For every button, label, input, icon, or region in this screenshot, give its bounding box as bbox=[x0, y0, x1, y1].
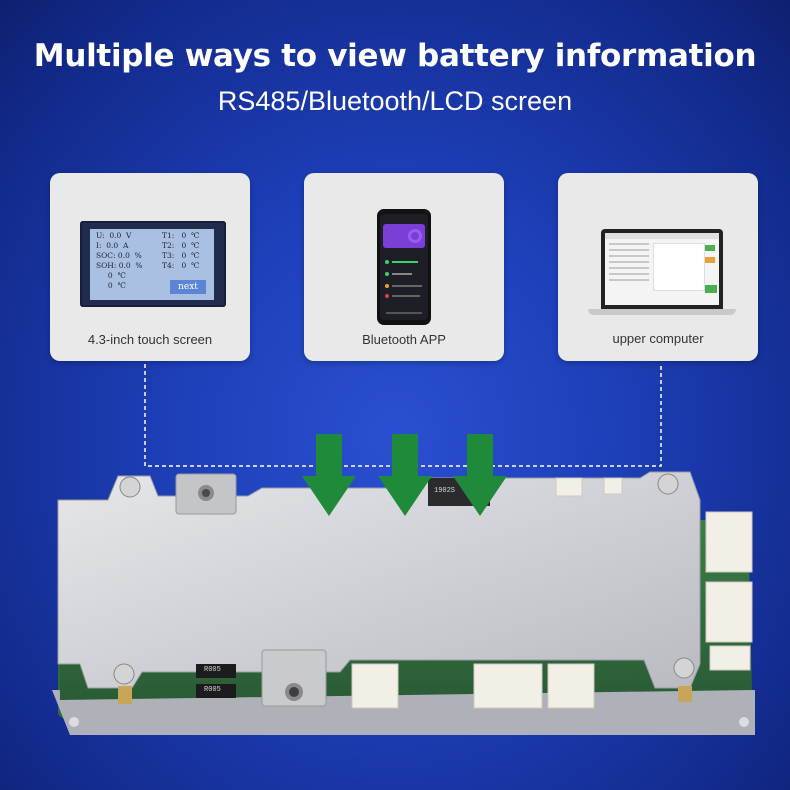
lcd-row: T2: 0 ℃ bbox=[162, 241, 200, 250]
arrow-down-icon bbox=[302, 434, 356, 516]
card-touch-screen: U: 0.0 V I: 0.0 A SOC: 0.0 % SOH: 0.0 % … bbox=[50, 173, 250, 361]
lcd-row: 0 ℃ bbox=[96, 271, 126, 280]
lcd-row: U: 0.0 V bbox=[96, 231, 132, 240]
smartphone-icon bbox=[377, 209, 431, 325]
card-label: upper computer bbox=[612, 331, 704, 346]
arrow-down-icon bbox=[453, 434, 507, 516]
lcd-row: SOC: 0.0 % bbox=[96, 251, 142, 260]
lcd-row: 0 ℃ bbox=[96, 281, 126, 290]
arrow-down-icon bbox=[378, 434, 432, 516]
lcd-row: T4: 0 ℃ bbox=[162, 261, 200, 270]
page-title: Multiple ways to view battery informatio… bbox=[33, 38, 757, 74]
card-label: Bluetooth APP bbox=[362, 332, 446, 347]
lcd-row: SOH: 0.0 % bbox=[96, 261, 143, 270]
resistor-label: R005 bbox=[204, 666, 221, 674]
lcd-display: U: 0.0 V I: 0.0 A SOC: 0.0 % SOH: 0.0 % … bbox=[90, 229, 214, 300]
lcd-row: T3: 0 ℃ bbox=[162, 251, 200, 260]
resistor-label: R005 bbox=[204, 686, 221, 694]
card-bluetooth-app: Bluetooth APP bbox=[304, 173, 504, 361]
card-upper-computer: upper computer bbox=[558, 173, 758, 361]
lcd-row: T1: 0 ℃ bbox=[162, 231, 200, 240]
lcd-next-button: next bbox=[170, 280, 206, 294]
lcd-row: I: 0.0 A bbox=[96, 241, 129, 250]
laptop-icon bbox=[601, 229, 723, 309]
lcd-screen-icon: U: 0.0 V I: 0.0 A SOC: 0.0 % SOH: 0.0 % … bbox=[80, 221, 226, 307]
chip-label: 1902S bbox=[434, 487, 456, 495]
page-subtitle: RS485/Bluetooth/LCD screen bbox=[217, 86, 573, 116]
card-label: 4.3-inch touch screen bbox=[87, 332, 213, 347]
